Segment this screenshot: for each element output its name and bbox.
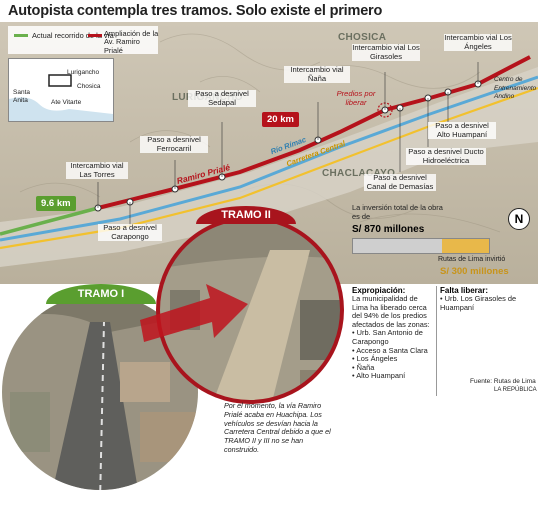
compass: N — [508, 208, 530, 230]
zone-item: Acceso a Santa Clara — [352, 346, 432, 356]
label-nana: Intercambio vial Ñaña — [284, 65, 350, 84]
label-angeles: Intercambio vial Los Ángeles — [444, 33, 512, 52]
investment-panel: La inversión total de la obra es de S/ 8… — [352, 203, 509, 284]
label-ferrocarril: Paso a desnivel Ferrocarril — [140, 135, 208, 154]
falta-title: Falta liberar: — [440, 286, 489, 295]
legend-ampliacion-label: Ampliación de la Av. Ramiro Prialé — [104, 29, 159, 55]
investment-total-label: La inversión total de la obra es de — [352, 203, 443, 221]
label-carapongo: Paso a desnivel Carapongo — [98, 223, 162, 242]
tramo1-banner: TRAMO I — [46, 284, 156, 304]
investment-rutas-label: Rutas de Lima invirtió — [438, 256, 506, 263]
investment-bar-fill — [442, 239, 489, 253]
falta-zone-item: Urb. Los Girasoles de Huampaní — [440, 294, 532, 312]
legend: Actual recorrido de la vía Ampliación de… — [8, 26, 159, 55]
zone-item: Los Ángeles — [352, 355, 432, 364]
expropiacion-title: Expropiación: — [352, 286, 406, 295]
label-ducto: Paso a desnivel Ducto Hidroeléctrica — [406, 147, 486, 166]
badge-tramo1-km: 9.6 km — [36, 196, 76, 211]
inset-chosica: Chosica — [77, 83, 101, 90]
expropiacion-text: La municipalidad de Lima ha liberado cer… — [352, 294, 430, 329]
inset-map: Lurigancho Chosica Santa Anita Ate Vitar… — [8, 58, 114, 122]
place-chosica: CHOSICA — [338, 32, 387, 43]
tramo2-label: TRAMO II — [221, 209, 271, 221]
tramo2-banner: TRAMO II — [196, 206, 296, 224]
badge-tramo2-km: 20 km — [262, 112, 299, 127]
zone-item: Ñaña — [352, 363, 432, 373]
valley-area — [0, 67, 538, 267]
label-las-torres: Intercambio vial Las Torres — [66, 161, 128, 180]
existing-road — [0, 206, 99, 236]
tramo1-label: TRAMO I — [77, 288, 125, 300]
legend-actual-label: Actual recorrido de la vía — [32, 31, 114, 40]
label-centro-andino: Centro de Entrenamiento Andino — [494, 76, 537, 101]
zone-item: Urb. San Antonio de Carapongo — [352, 329, 432, 346]
label-huampani: Paso a desnivel Alto Huampaní — [428, 121, 496, 140]
falta-box: Falta liberar: Urb. Los Girasoles de Hua… — [440, 286, 532, 312]
expansion-road — [97, 55, 531, 210]
inset-santa-anita: Santa Anita — [13, 89, 30, 105]
compass-letter: N — [514, 212, 524, 226]
label-girasoles: Intercambio vial Los Girasoles — [352, 43, 420, 62]
source-line2: LA REPÚBLICA — [494, 387, 537, 393]
label-canal: Paso a desnivel Canal de Demasías — [364, 173, 436, 192]
source-line1: Fuente: Rutas de Lima — [470, 378, 536, 385]
zone-item: Alto Huampaní — [352, 372, 432, 381]
expropiacion-box: Expropiación: La municipalidad de Lima h… — [352, 286, 437, 396]
legend-actual-swatch — [14, 34, 28, 37]
arrow-graphic — [140, 284, 248, 342]
headline: Autopista contempla tres tramos. Solo ex… — [8, 3, 383, 19]
label-predios: Predios por liberar — [336, 89, 376, 107]
investment-total-value: S/ 870 millones — [352, 224, 425, 235]
place-chaclacayo: CHACLACAYO — [322, 168, 396, 179]
label-sedapal: Paso a desnivel Sedapal — [188, 89, 256, 108]
investment-bar — [352, 238, 490, 254]
legend-ampliacion-swatch — [88, 34, 102, 37]
photo-caption: Por el momento, la vía Ramiro Prialé aca… — [224, 401, 331, 454]
investment-rutas-value: S/ 300 millones — [440, 266, 509, 277]
inset-ate-vitarte: Ate Vitarte — [51, 99, 82, 106]
inset-lurigancho: Lurigancho — [67, 69, 100, 76]
